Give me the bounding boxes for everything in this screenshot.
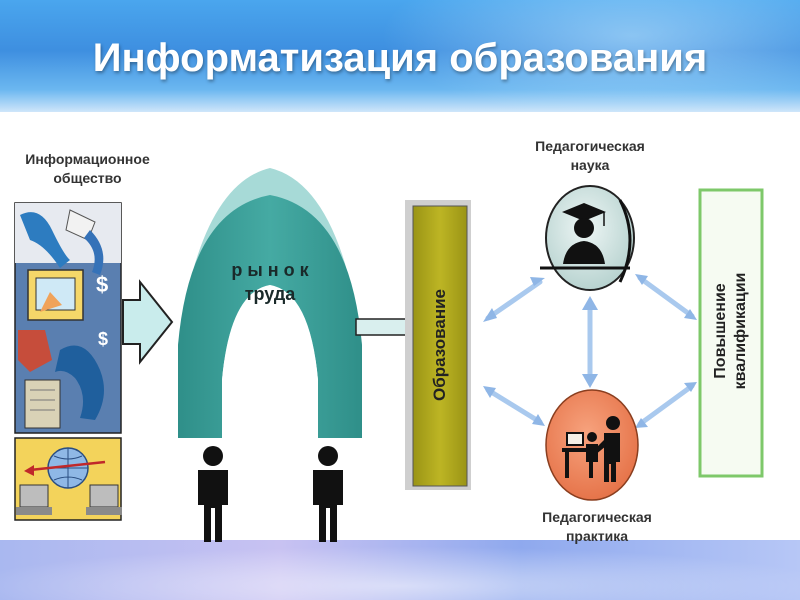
arrow-practice-qualification xyxy=(637,383,695,427)
svg-text:$: $ xyxy=(96,272,108,297)
teacher-student-icon xyxy=(562,416,620,482)
arrow-heads xyxy=(483,274,697,428)
qualification-label: Повышение квалификации xyxy=(711,251,751,411)
ped-practice-line2: практика xyxy=(565,528,629,544)
header-glow xyxy=(380,0,800,112)
labor-market-line1: р ы н о к xyxy=(231,260,309,280)
qualification-line2: квалификации xyxy=(732,272,749,390)
arrow-education-practice xyxy=(485,387,543,425)
network-computers-image xyxy=(14,437,122,521)
graduate-icon xyxy=(562,203,606,264)
arrow-science-qualification xyxy=(637,275,695,319)
labor-market-line2: труда xyxy=(244,284,296,304)
pedagogical-science-circle xyxy=(540,185,635,291)
footer-banner xyxy=(0,540,800,600)
person-icon-left xyxy=(198,446,228,542)
education-box xyxy=(405,200,471,490)
slide-title: Информатизация образования xyxy=(92,36,708,80)
education-label: Образование xyxy=(430,288,449,402)
labor-market-label: р ы н о к труда xyxy=(195,258,345,306)
ped-practice-label: Педагогическая практика xyxy=(512,508,682,546)
bidirectional-arrows xyxy=(485,275,695,427)
ped-practice-line1: Педагогическая xyxy=(542,509,652,525)
arrow-education-science xyxy=(485,279,543,321)
info-society-line1: Информационное xyxy=(25,151,150,167)
info-society-label: Информационное общество xyxy=(0,150,175,188)
society-to-market-arrow xyxy=(122,279,174,365)
qualification-line1: Повышение xyxy=(712,283,729,379)
footer-glow xyxy=(0,546,800,600)
header-banner xyxy=(0,0,800,112)
svg-text:$: $ xyxy=(98,329,108,349)
info-society-line2: общество xyxy=(53,170,122,186)
ped-science-label: Педагогическая наука xyxy=(505,137,675,175)
labor-market-arch xyxy=(178,168,362,438)
info-society-collage: $ $ xyxy=(14,202,122,434)
person-icon-right xyxy=(313,446,343,542)
qualification-box xyxy=(698,188,764,478)
ped-science-line1: Педагогическая xyxy=(535,138,645,154)
ped-science-line2: наука xyxy=(570,157,610,173)
